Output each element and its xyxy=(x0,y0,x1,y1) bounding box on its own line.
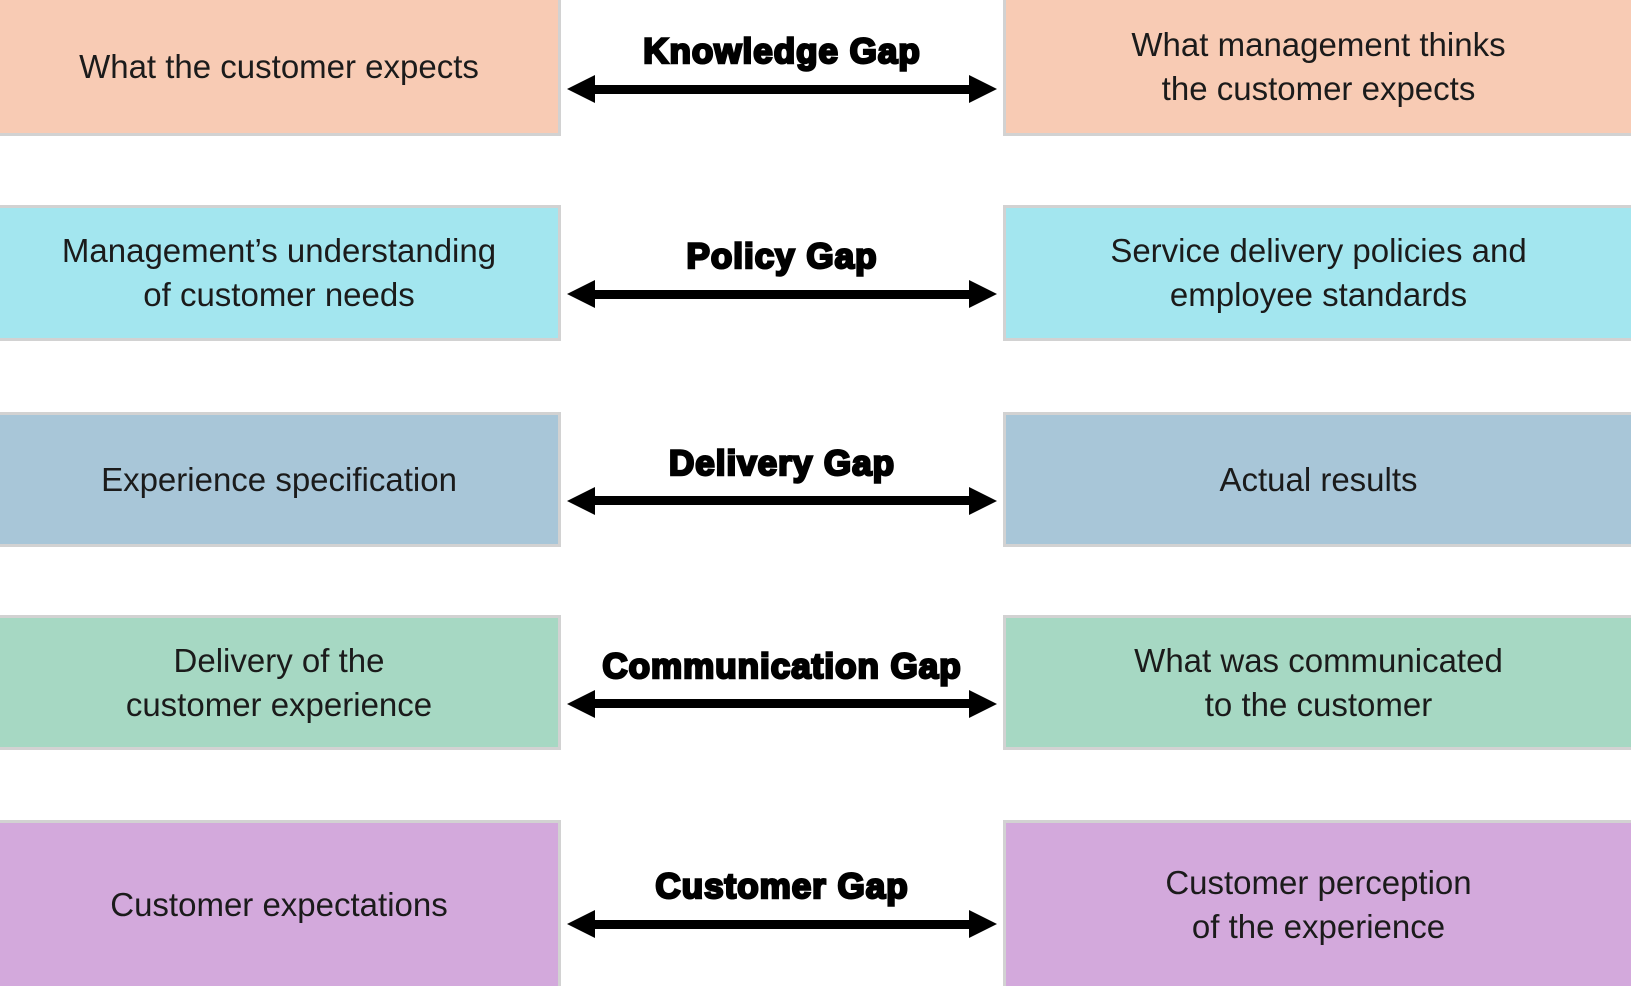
arrow-shaft xyxy=(595,699,969,708)
arrow-shaft xyxy=(595,289,969,299)
gap-label: Knowledge Gap xyxy=(642,31,921,73)
gap-label: Delivery Gap xyxy=(668,442,896,484)
double-headed-arrow xyxy=(567,279,997,309)
gap-row-communication: Delivery of the customer experience Comm… xyxy=(0,615,1631,750)
gap-label: Policy Gap xyxy=(685,236,878,278)
left-box: What the customer expects xyxy=(0,0,561,136)
right-box: Service delivery policies and employee s… xyxy=(1003,205,1631,341)
left-box: Delivery of the customer experience xyxy=(0,615,561,750)
arrowhead-left-icon xyxy=(567,75,595,103)
double-headed-arrow xyxy=(567,486,997,516)
left-box-text: Customer expectations xyxy=(110,885,448,923)
arrowhead-right-icon xyxy=(969,689,997,718)
arrowhead-right-icon xyxy=(969,75,997,103)
double-headed-arrow xyxy=(567,909,997,939)
right-box: What was communicated to the customer xyxy=(1003,615,1631,750)
left-box: Customer expectations xyxy=(0,820,561,986)
arrowhead-left-icon xyxy=(567,689,595,718)
right-box-text: Service delivery policies and employee s… xyxy=(1110,232,1527,313)
gap-row-knowledge: What the customer expects Knowledge Gap … xyxy=(0,0,1631,136)
left-box: Management’s understanding of customer n… xyxy=(0,205,561,341)
gap-label: Communication Gap xyxy=(601,645,962,687)
gap-connector: Customer Gap xyxy=(561,820,1003,986)
right-box-text: What management thinks the customer expe… xyxy=(1131,25,1506,107)
left-box-text: Experience specification xyxy=(101,460,457,498)
arrowhead-right-icon xyxy=(969,280,997,308)
right-box: What management thinks the customer expe… xyxy=(1003,0,1631,136)
gap-row-policy: Management’s understanding of customer n… xyxy=(0,205,1631,341)
gap-connector: Policy Gap xyxy=(561,205,1003,341)
arrowhead-left-icon xyxy=(567,486,595,515)
right-box-text: Customer perception of the experience xyxy=(1165,863,1472,945)
double-headed-arrow xyxy=(567,689,997,719)
gap-row-delivery: Experience specification Delivery Gap Ac… xyxy=(0,412,1631,547)
right-box-text: Actual results xyxy=(1219,460,1418,498)
arrowhead-right-icon xyxy=(969,486,997,515)
gap-row-customer: Customer expectations Customer Gap Custo… xyxy=(0,820,1631,986)
double-headed-arrow xyxy=(567,74,997,104)
left-box: Experience specification xyxy=(0,412,561,547)
arrow-shaft xyxy=(595,84,969,94)
arrowhead-right-icon xyxy=(969,910,997,938)
arrowhead-left-icon xyxy=(567,910,595,938)
right-box-text: What was communicated to the customer xyxy=(1134,641,1503,723)
arrowhead-left-icon xyxy=(567,280,595,308)
right-box: Customer perception of the experience xyxy=(1003,820,1631,986)
right-box: Actual results xyxy=(1003,412,1631,547)
left-box-text: Delivery of the customer experience xyxy=(125,641,433,723)
arrow-shaft xyxy=(595,496,969,505)
left-box-text: Management’s understanding of customer n… xyxy=(61,232,497,313)
left-box-text: What the customer expects xyxy=(79,47,479,85)
gap-connector: Knowledge Gap xyxy=(561,0,1003,136)
gap-connector: Communication Gap xyxy=(561,615,1003,750)
arrow-shaft xyxy=(595,919,969,929)
gap-label: Customer Gap xyxy=(654,866,909,908)
gap-connector: Delivery Gap xyxy=(561,412,1003,547)
